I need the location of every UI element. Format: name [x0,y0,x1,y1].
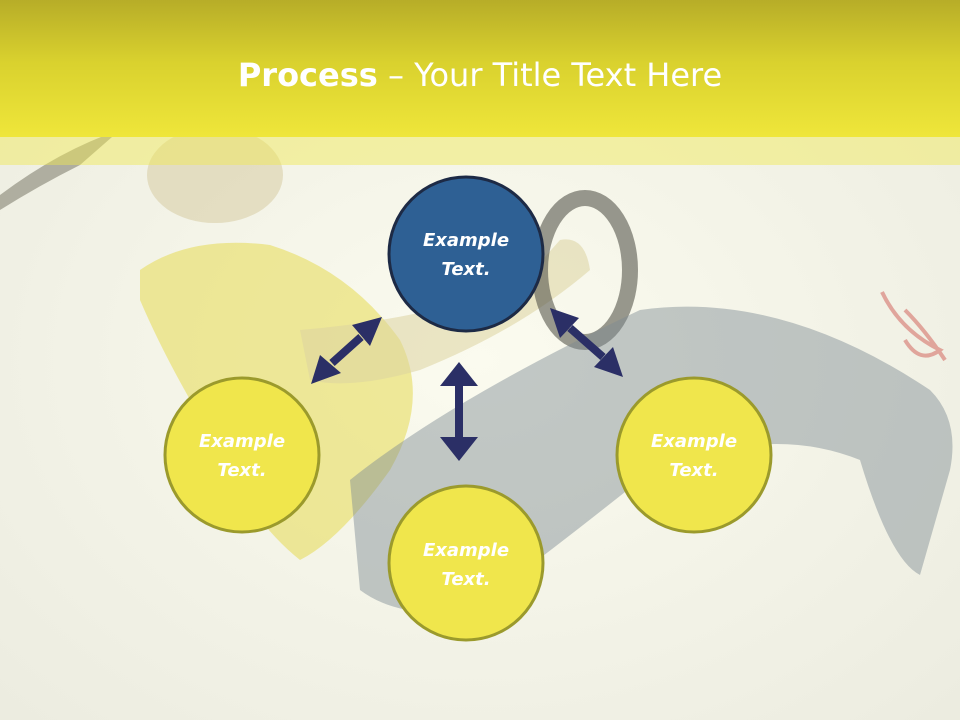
node-right-circle [615,376,773,534]
node-left-line2: Text. [217,460,266,481]
node-center-circle [387,175,545,333]
node-center-line1: Example [423,230,509,251]
node-bottom-line2: Text. [441,569,490,590]
title-bar-band [0,137,960,165]
title-dash: – [377,56,415,94]
node-bottom[interactable]: Example Text. [387,484,545,642]
node-right-line1: Example [651,431,737,452]
title-bold: Process [237,56,378,94]
head-shape [147,127,283,223]
node-right[interactable]: Example Text. [615,376,773,534]
node-bottom-line1: Example [423,540,509,561]
arrow-center-left [311,317,382,384]
node-right-line2: Text. [669,460,718,481]
node-center-line2: Text. [441,259,490,280]
slide-title: Process – Your Title Text Here [0,52,960,98]
title-rest: Your Title Text Here [414,56,723,94]
arrow-center-right [550,308,623,377]
node-left-line1: Example [199,431,285,452]
node-left[interactable]: Example Text. [163,376,321,534]
node-left-circle [163,376,321,534]
hair-shape [0,130,120,210]
arrow-center-bottom [440,362,478,461]
ribbon-shape [880,291,947,362]
node-bottom-circle [387,484,545,642]
node-center[interactable]: Example Text. [387,175,545,333]
title-bar [0,0,960,137]
